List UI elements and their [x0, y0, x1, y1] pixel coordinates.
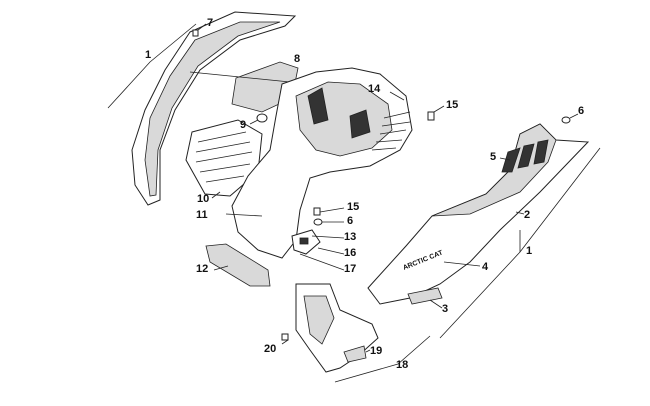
leader-2 — [515, 211, 525, 215]
part-hood-vent-right — [349, 109, 371, 139]
leader-14 — [389, 91, 405, 101]
part-decal-5c — [533, 139, 549, 165]
bracket-1-left — [107, 23, 197, 109]
callout-c1b: 1 — [526, 245, 532, 257]
callout-c15a: 15 — [446, 99, 458, 111]
part-windshield-left — [131, 11, 297, 206]
callout-c3: 3 — [442, 303, 448, 315]
callout-c19: 19 — [370, 345, 382, 357]
callout-c10: 10 — [197, 193, 209, 205]
leader-6a — [569, 113, 579, 119]
callout-c6a: 6 — [578, 105, 584, 117]
part-mesh-12 — [205, 243, 271, 287]
part-fastener-20 — [281, 333, 289, 341]
part-screw-15b — [313, 207, 321, 216]
leader-13 — [311, 235, 345, 239]
callout-c7: 7 — [207, 17, 213, 29]
callout-c12: 12 — [196, 263, 208, 275]
callout-c8: 8 — [294, 53, 300, 65]
callout-c18: 18 — [396, 359, 408, 371]
part-decal-5a — [501, 147, 521, 173]
leader-20 — [281, 339, 289, 345]
callout-c15b: 15 — [347, 201, 359, 213]
part-lower-nose-inner — [303, 295, 335, 345]
leader-4 — [443, 261, 481, 267]
part-screw-15a — [427, 111, 435, 121]
callout-c17: 17 — [344, 263, 356, 275]
leader-8 — [189, 71, 291, 83]
callout-c2: 2 — [524, 209, 530, 221]
part-decal-5b — [517, 143, 535, 169]
part-side-panel-upper — [431, 123, 557, 217]
bracket-1-right-b — [519, 147, 601, 253]
callout-c4: 4 — [482, 261, 489, 273]
callout-c20: 20 — [264, 343, 276, 355]
callout-c1a: 1 — [145, 49, 151, 61]
callout-c16: 16 — [344, 247, 356, 259]
part-hood-vent-left — [307, 87, 329, 125]
leader-3 — [429, 299, 443, 309]
leader-9 — [249, 119, 259, 125]
part-fastener-7 — [192, 29, 199, 37]
callout-c11: 11 — [196, 209, 208, 221]
callout-c13: 13 — [344, 231, 356, 243]
callout-c14: 14 — [368, 83, 381, 95]
part-side-panel-4 — [367, 123, 590, 305]
part-nut-6a — [561, 116, 571, 124]
leader-10 — [211, 191, 221, 199]
leader-7 — [197, 23, 207, 31]
leader-19 — [365, 349, 371, 353]
leader-15a — [433, 105, 445, 113]
part-clip-9 — [256, 113, 268, 123]
leader-16 — [317, 247, 345, 255]
leader-17 — [299, 253, 345, 271]
part-hood-side-vents — [371, 111, 411, 151]
leader-11 — [225, 213, 263, 217]
callout-c9: 9 — [240, 119, 246, 131]
bracket-18 — [334, 335, 431, 383]
part-nut-6b — [313, 218, 323, 226]
callout-c5: 5 — [490, 151, 496, 163]
part-decal-3 — [407, 287, 443, 305]
leader-5 — [499, 157, 511, 161]
part-19 — [343, 345, 367, 363]
leader-15b — [319, 207, 345, 213]
part-bolt-13 — [299, 237, 309, 245]
leader-12 — [213, 265, 229, 271]
part-vent-slats — [195, 131, 253, 183]
callout-c6b: 6 — [347, 215, 353, 227]
part-windshield-inner — [144, 21, 281, 197]
